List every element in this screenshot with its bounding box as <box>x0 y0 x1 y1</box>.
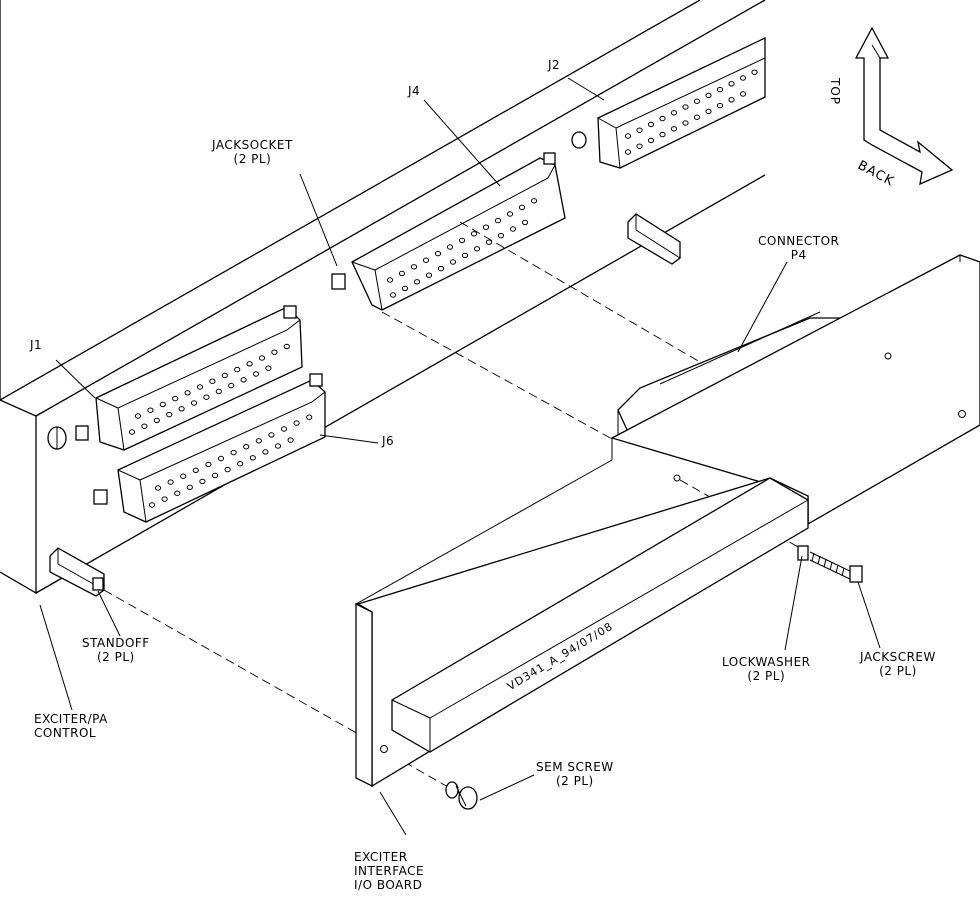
sem-screw <box>446 782 477 809</box>
label-jacksocket: JACKSOCKET (2 PL) <box>212 138 293 166</box>
label-lockwasher: LOCKWASHER (2 PL) <box>722 655 811 683</box>
label-exciter-interface-board: EXCITER INTERFACE I/O BOARD <box>354 850 424 892</box>
label-j1: J1 <box>30 338 42 352</box>
label-jackscrew: JACKSCREW (2 PL) <box>860 650 936 678</box>
chassis-screw <box>48 427 66 449</box>
label-sem-screw: SEM SCREW (2 PL) <box>536 760 614 788</box>
connector-j4 <box>332 153 565 310</box>
label-standoff: STANDOFF (2 PL) <box>82 636 150 664</box>
orientation-arrow <box>856 28 952 184</box>
label-connector-p4: CONNECTOR P4 <box>758 234 839 262</box>
label-j4: J4 <box>408 84 420 98</box>
label-j2: J2 <box>548 58 560 72</box>
label-exciter-pa-control: EXCITER/PA CONTROL <box>34 712 108 740</box>
io-board <box>356 255 980 786</box>
lockwasher <box>798 546 808 560</box>
jackscrew <box>810 552 862 582</box>
standoff-left <box>50 548 104 596</box>
standoff-right <box>628 214 680 264</box>
label-top: TOP <box>828 78 842 105</box>
connector-j2 <box>572 38 765 168</box>
label-j6: J6 <box>382 434 394 448</box>
